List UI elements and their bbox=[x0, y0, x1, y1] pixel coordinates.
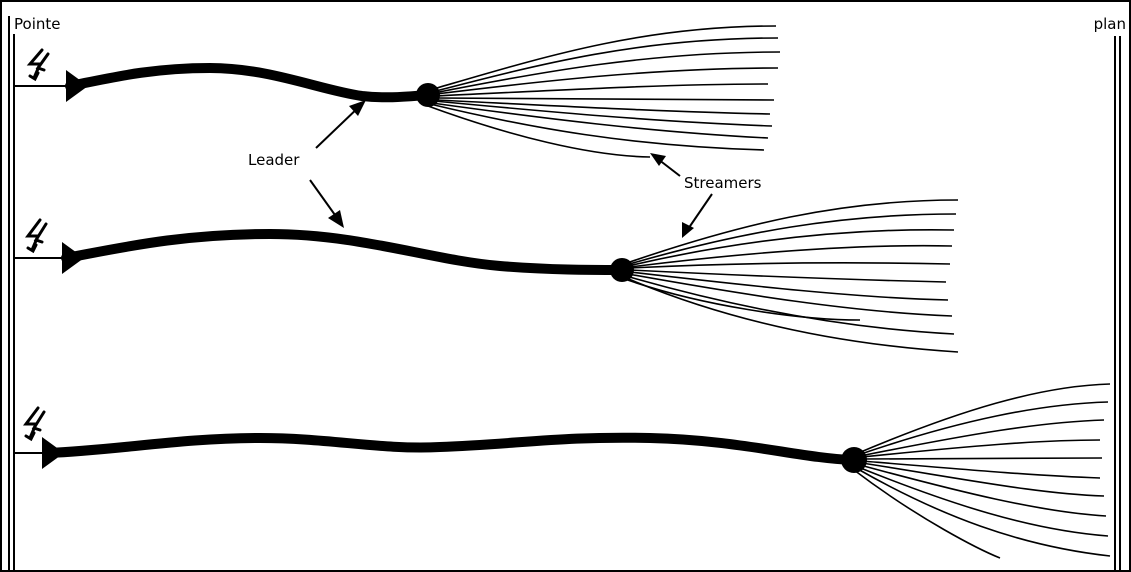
plan-label: plan bbox=[1094, 17, 1126, 32]
streamers-arrow-down bbox=[682, 194, 712, 238]
streamers-bundle bbox=[854, 384, 1110, 558]
leader-arrow-down bbox=[310, 180, 344, 228]
arrow-icon bbox=[328, 210, 344, 228]
streamers-arrow-up bbox=[650, 153, 680, 176]
leader-channel bbox=[66, 234, 622, 270]
stage-1 bbox=[14, 26, 780, 157]
streamers-bundle bbox=[622, 200, 958, 352]
lightning-icon bbox=[26, 408, 44, 439]
stage-3 bbox=[14, 384, 1110, 558]
lightning-icon bbox=[30, 50, 48, 79]
streamers-bundle bbox=[428, 26, 780, 157]
leader-arrow-up bbox=[316, 100, 366, 148]
streamers-label: Streamers bbox=[684, 176, 761, 191]
lightning-icon bbox=[28, 220, 46, 251]
leader-label: Leader bbox=[248, 153, 299, 168]
leader-channel bbox=[48, 438, 852, 460]
leader-channel bbox=[70, 68, 428, 97]
pointe-label: Pointe bbox=[14, 17, 60, 32]
stage-2 bbox=[14, 200, 958, 352]
